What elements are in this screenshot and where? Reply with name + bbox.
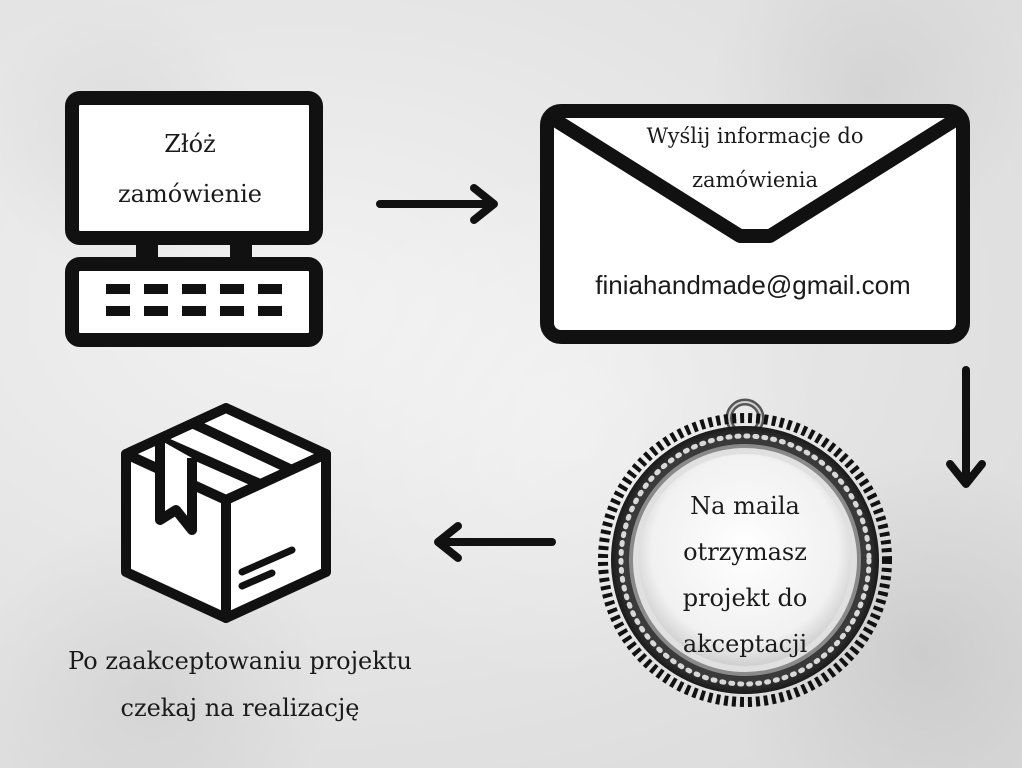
realization-label-line2: czekaj na realizację — [40, 692, 440, 724]
email-address: finiahandmade@gmail.com — [548, 268, 958, 303]
order-step-label-line1: Złóż — [85, 128, 295, 160]
send-info-label-line2: zamówienia — [600, 166, 910, 194]
arrow-down-icon — [944, 366, 988, 494]
package-box-icon — [120, 402, 332, 624]
realization-label-line1: Po zaakceptowaniu projektu — [40, 645, 440, 677]
order-step-label-line2: zamówienie — [85, 178, 295, 210]
arrow-left-icon — [428, 522, 558, 562]
receive-design-label-line1: Na maila — [650, 490, 840, 522]
receive-design-label-line4: akceptacji — [650, 628, 840, 660]
send-info-label-line1: Wyślij informacje do — [600, 122, 910, 150]
receive-design-label-line2: otrzymasz — [650, 536, 840, 568]
receive-design-label-line3: projekt do — [650, 582, 840, 614]
arrow-right-icon — [376, 184, 502, 224]
